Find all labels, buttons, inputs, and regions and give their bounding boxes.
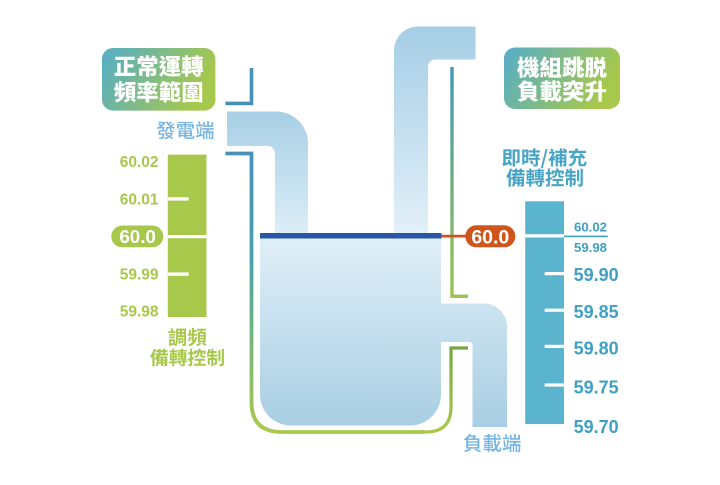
- svg-text:59.70: 59.70: [574, 417, 619, 437]
- svg-text:60.0: 60.0: [119, 226, 156, 247]
- svg-text:60.01: 60.01: [120, 192, 159, 209]
- svg-text:60.02: 60.02: [120, 154, 159, 171]
- svg-text:59.75: 59.75: [574, 378, 619, 398]
- svg-text:60.02: 60.02: [574, 219, 607, 234]
- svg-text:59.98: 59.98: [120, 304, 159, 321]
- svg-text:59.98: 59.98: [574, 240, 607, 255]
- svg-text:59.90: 59.90: [574, 265, 619, 285]
- svg-text:59.80: 59.80: [574, 339, 619, 359]
- svg-text:59.85: 59.85: [574, 302, 619, 322]
- svg-text:60.0: 60.0: [471, 226, 509, 248]
- svg-text:59.99: 59.99: [120, 267, 159, 284]
